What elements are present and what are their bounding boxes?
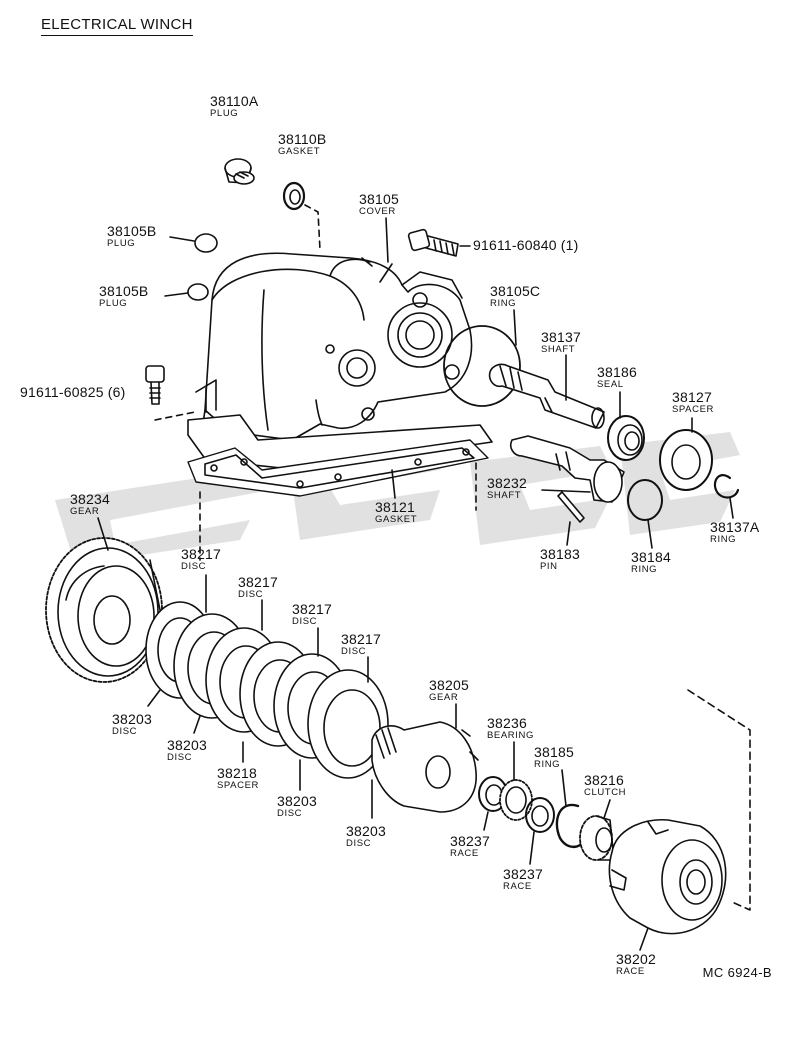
gasket-38110b-drawing (282, 181, 306, 211)
leader-38105c (513, 309, 517, 346)
leader-38237-a (483, 811, 489, 831)
pin-38183-drawing (557, 491, 585, 523)
leader-38203-a (147, 689, 161, 707)
bearing-38236-drawing (499, 779, 533, 821)
leader-38202 (639, 927, 649, 951)
leader-38185 (561, 769, 567, 807)
clutch-38216-drawing (579, 815, 615, 861)
leader-38105 (385, 217, 389, 263)
leader-38121 (391, 469, 396, 499)
bolt-91611-60825-drawing (145, 365, 165, 405)
drawing-code: MC 6924-B (702, 965, 772, 980)
leader-38232 (541, 489, 591, 493)
leader-38183 (566, 521, 571, 546)
leader-38237-b (529, 831, 535, 865)
gear-38234-drawing (45, 537, 163, 683)
leader-38110b (304, 204, 321, 251)
leader-38203-b (193, 715, 201, 734)
ring-38105c-drawing (443, 325, 521, 407)
plug-38105b-lower-drawing (187, 283, 209, 301)
plug-38105b-upper-drawing (194, 233, 218, 253)
label-91611-60840: 91611-60840 (1) (473, 237, 579, 253)
base-frame-drawing (187, 379, 493, 471)
race-38237b-drawing (525, 797, 555, 833)
leader-assembly-right (687, 689, 751, 911)
shaft-38137-drawing (488, 363, 605, 429)
leader-38234 (97, 517, 109, 551)
leader-38184 (647, 519, 653, 549)
race-38202-drawing (608, 819, 727, 935)
gasket-38121-drawing (187, 439, 489, 497)
bolt-91611-60840-drawing (407, 228, 459, 257)
ring-38184-drawing (627, 479, 663, 521)
label-91611-60825: 91611-60825 (6) (20, 384, 126, 400)
spacer-38127-drawing (659, 429, 713, 491)
ring-38137a-drawing (713, 474, 740, 499)
leader-38105b-lower (164, 292, 189, 297)
disc-stack-drawing (145, 601, 389, 779)
gear-38205-drawing (371, 721, 479, 813)
leader-38137a (729, 497, 734, 519)
leader-91611-60825 (154, 411, 196, 421)
shaft-38232-drawing (509, 435, 625, 503)
plug-38110a-drawing (224, 158, 255, 185)
seal-38186-drawing (607, 415, 645, 461)
leader-38216 (603, 799, 611, 819)
page-title: ELECTRICAL WINCH (41, 16, 193, 36)
leader-38105b-upper (169, 236, 195, 242)
